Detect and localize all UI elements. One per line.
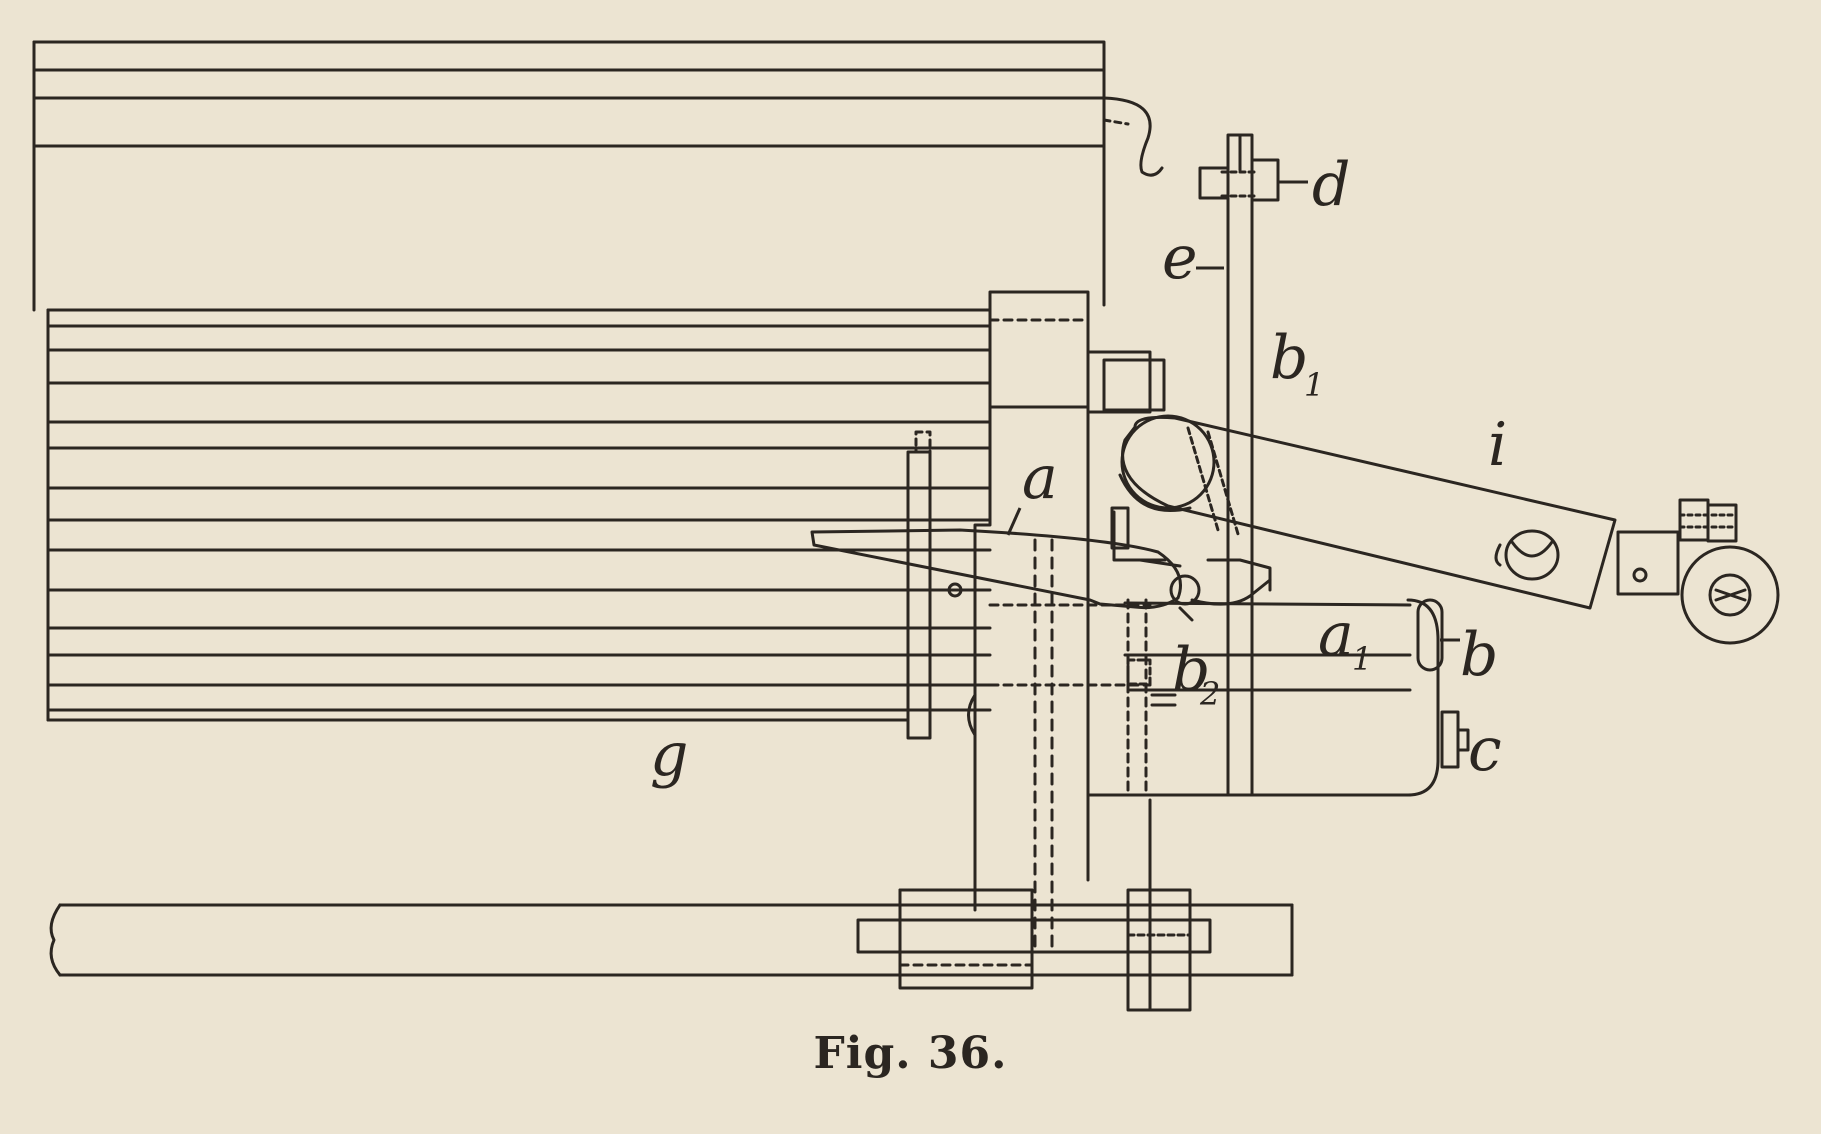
spring-cylinder [1086,598,1470,797]
part-labels: a a 1 b b 1 b 2 c d e g i [650,150,1507,790]
label-a1: a [1318,600,1354,670]
label-b2-sub: 2 [1199,675,1220,713]
label-b2: b [1172,635,1210,705]
upper-roller [32,40,1164,312]
label-d: d [1312,150,1350,220]
label-a1-sub: 1 [1352,640,1372,678]
clamp-end [1616,498,1780,645]
label-e: e [1162,223,1198,293]
label-b1: b [1270,323,1308,393]
small-rod [1126,598,1177,792]
inclined-arm-i [1118,414,1617,610]
vertical-rod-b1 [1198,133,1280,797]
label-a: a [1022,443,1058,513]
label-i: i [1488,410,1507,480]
label-b1-sub: 1 [1304,366,1324,404]
label-b: b [1460,620,1498,690]
bracket-block [1086,350,1167,562]
figure-caption: Fig. 36. [813,1028,1008,1079]
label-c: c [1468,715,1502,785]
end-plate [906,430,963,740]
lower-roller [46,308,992,722]
pivot-arm-a1 [810,528,1272,622]
label-g: g [650,720,688,790]
base-rail [49,798,1294,1012]
upright-a [967,290,1152,952]
